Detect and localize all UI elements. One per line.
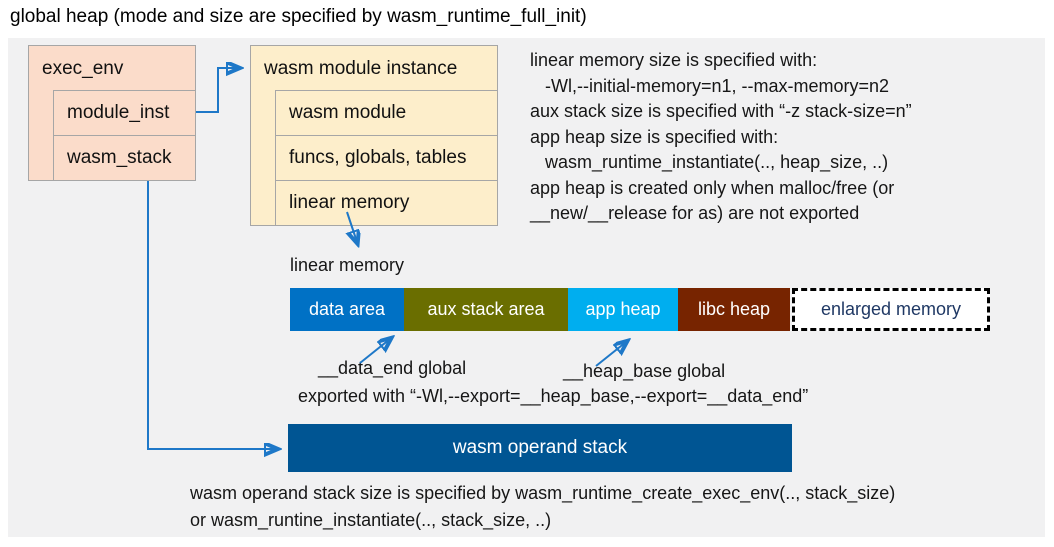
module-inst-label: module_inst [67, 102, 170, 123]
wasm-module-instance-label: wasm module instance [264, 58, 458, 79]
exported-with-annotation: exported with “-Wl,--export=__heap_base,… [298, 386, 809, 406]
segment-data-area: data area [290, 288, 404, 331]
segment-libc-heap-label: libc heap [697, 299, 771, 319]
wasm-stack-label: wasm_stack [67, 147, 172, 168]
linear-memory-bar-title: linear memory [290, 255, 405, 275]
funcs-globals-tables-box: funcs, globals, tables [275, 135, 498, 181]
note-line: wasm_runtime_instantiate(.., heap_size, … [530, 152, 889, 172]
heap-base-global-annotation: __heap_base global [563, 361, 726, 381]
note-line: app heap is created only when malloc/fre… [530, 177, 895, 198]
note-line: or wasm_runtine_instantiate(.., stack_si… [190, 510, 552, 530]
data-end-global-annotation: __data_end global [318, 358, 467, 378]
exec-env-label: exec_env [42, 58, 124, 79]
segment-aux-stack-area-label: aux stack area [427, 299, 545, 319]
note-line: aux stack size is specified with “-z sta… [530, 101, 912, 121]
note-line: wasm operand stack size is specified by … [190, 483, 896, 503]
module-inst-box: module_inst [53, 90, 196, 136]
wasm-stack-box: wasm_stack [53, 135, 196, 181]
operand-stack-notes: wasm operand stack size is specified by … [190, 480, 895, 534]
segment-enlarged-memory: enlarged memory [792, 288, 990, 331]
note-line: __new/__release for as) are not exported [530, 203, 860, 223]
wasm-module-box: wasm module [275, 90, 498, 136]
funcs-globals-tables-label: funcs, globals, tables [289, 147, 467, 168]
memory-size-notes: linear memory size is specified with: -W… [530, 48, 912, 227]
segment-app-heap-label: app heap [585, 299, 661, 319]
wasm-operand-stack-label: wasm operand stack [452, 437, 628, 458]
segment-aux-stack-area: aux stack area [404, 288, 568, 331]
segment-data-area-label: data area [308, 299, 386, 319]
diagram-title: global heap (mode and size are specified… [10, 6, 587, 27]
wasm-operand-stack-bar: wasm operand stack [288, 424, 792, 472]
linear-memory-cell-box: linear memory [275, 180, 498, 226]
note-line: linear memory size is specified with: [530, 50, 818, 70]
segment-app-heap: app heap [568, 288, 678, 331]
note-line: -Wl,--initial-memory=n1, --max-memory=n2 [530, 75, 890, 96]
note-line: app heap size is specified with: [530, 126, 779, 147]
wasm-module-label: wasm module [289, 102, 407, 123]
linear-memory-cell-label: linear memory [289, 192, 410, 213]
segment-enlarged-memory-label: enlarged memory [820, 299, 962, 319]
segment-libc-heap: libc heap [678, 288, 790, 331]
